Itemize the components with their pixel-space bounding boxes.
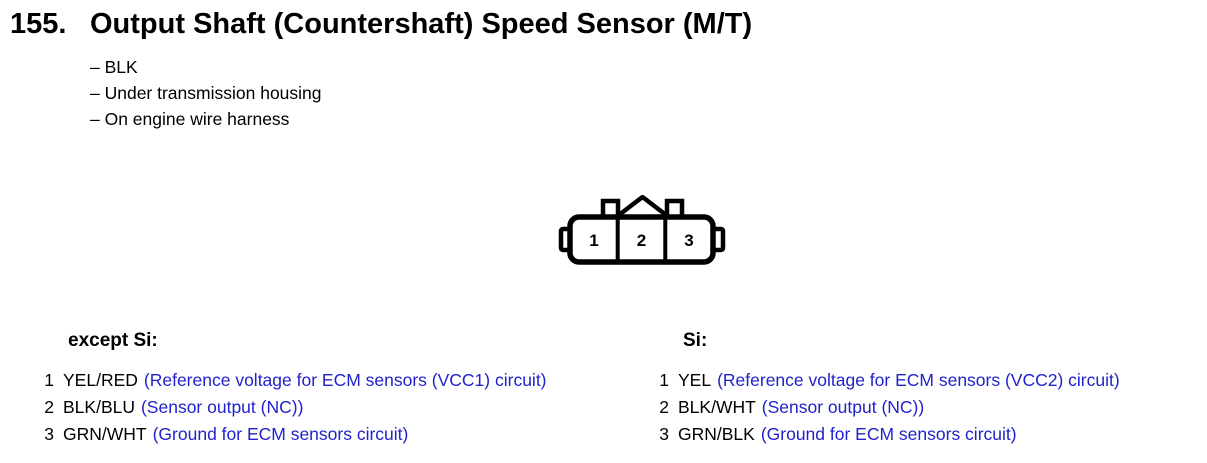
wire-color: YEL <box>678 370 712 390</box>
notes-list: – BLK – Under transmission housing – On … <box>90 54 322 132</box>
section-number: 155. <box>10 8 67 40</box>
pin-number: 2 <box>659 397 669 417</box>
pin-description: (Sensor output (NC)) <box>140 397 304 417</box>
pin-description: (Ground for ECM sensors circuit) <box>760 424 1017 444</box>
pin-label-3: 3 <box>684 231 693 250</box>
pin-row: 3 GRN/BLK (Ground for ECM sensors circui… <box>655 421 1200 448</box>
pin-description: (Ground for ECM sensors circuit) <box>152 424 409 444</box>
pin-row: 3 GRN/WHT (Ground for ECM sensors circui… <box>40 421 635 448</box>
wire-color: BLK/WHT <box>678 397 756 417</box>
connector-body <box>567 214 716 265</box>
pin-number: 1 <box>659 370 669 390</box>
pin-number: 1 <box>44 370 54 390</box>
wire-color: YEL/RED <box>63 370 138 390</box>
pin-description: (Reference voltage for ECM sensors (VCC2… <box>717 370 1120 390</box>
pin-label-2: 2 <box>637 231 646 250</box>
pin-row: 1 YEL (Reference voltage for ECM sensors… <box>655 367 1200 394</box>
note-item: – BLK <box>90 57 138 77</box>
pin-label-1: 1 <box>589 231 598 250</box>
connector-diagram: 1 2 3 <box>558 195 726 265</box>
note-item: – Under transmission housing <box>90 83 322 103</box>
pinout-column-except-si: except Si: 1 YEL/RED (Reference voltage … <box>40 330 635 448</box>
pin-row: 2 BLK/BLU (Sensor output (NC)) <box>40 394 635 421</box>
page-title: Output Shaft (Countershaft) Speed Sensor… <box>90 8 753 40</box>
wire-color: GRN/BLK <box>678 424 755 444</box>
column-header: Si: <box>683 330 708 351</box>
pin-number: 3 <box>659 424 669 444</box>
pin-description: (Sensor output (NC)) <box>761 397 925 417</box>
column-header: except Si: <box>68 330 158 351</box>
pin-row: 1 YEL/RED (Reference voltage for ECM sen… <box>40 367 635 394</box>
pinout-column-si: Si: 1 YEL (Reference voltage for ECM sen… <box>655 330 1200 448</box>
wire-color: GRN/WHT <box>63 424 147 444</box>
note-item: – On engine wire harness <box>90 109 290 129</box>
section-title: 155. Output Shaft (Countershaft) Speed S… <box>10 8 752 40</box>
pin-row: 2 BLK/WHT (Sensor output (NC)) <box>655 394 1200 421</box>
pin-number: 2 <box>44 397 54 417</box>
pin-number: 3 <box>44 424 54 444</box>
wire-color: BLK/BLU <box>63 397 135 417</box>
pin-description: (Reference voltage for ECM sensors (VCC1… <box>143 370 547 390</box>
